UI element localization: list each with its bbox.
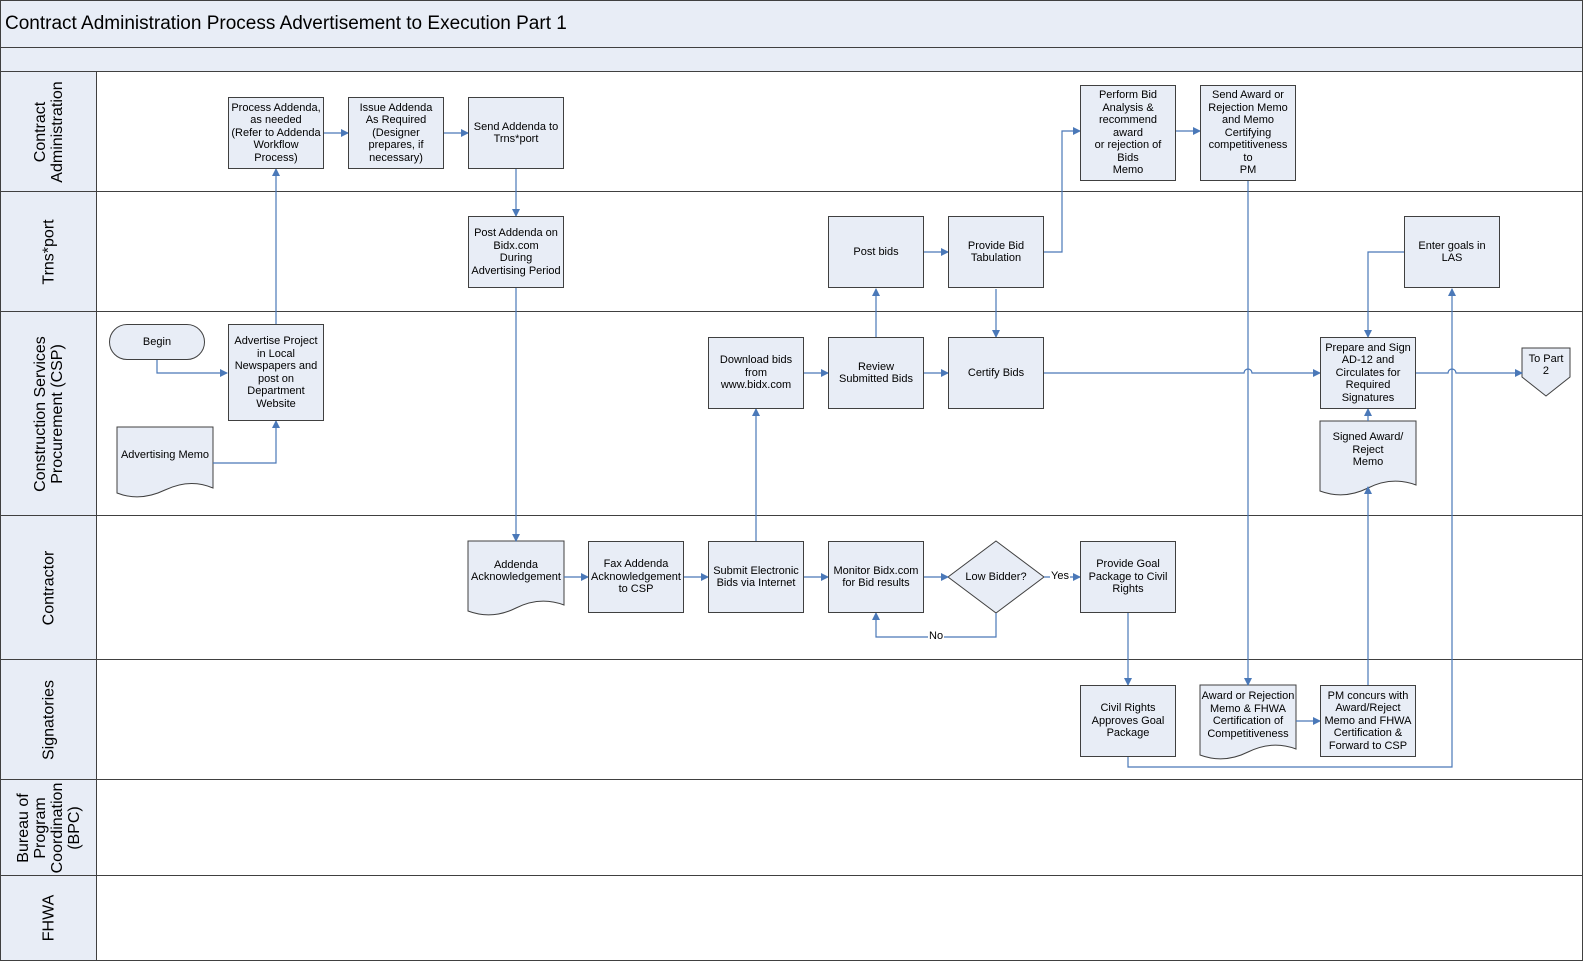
send-award-memo-step: Send Award or Rejection Memo and Memo Ce… [1200,85,1296,181]
issue-addenda-step: Issue Addenda As Required (Designer prep… [348,97,444,169]
diagram-title-bar: Contract Administration Process Advertis… [0,0,1583,48]
post-addenda-step: Post Addenda on Bidx.com During Advertis… [468,216,564,288]
lane-csp: Construction Services Procurement (CSP) [0,312,1583,516]
document-shape-award-rejection [1199,684,1297,760]
certify-bids-step: Certify Bids [948,337,1044,409]
to-part-2-connector: To Part 2 [1528,352,1564,378]
send-addenda-step: Send Addenda to Trns*port [468,97,564,169]
lane-header: FHWA [1,876,97,960]
lane-contract-administration: Contract Administration [0,72,1583,192]
edge-label-no: No [928,630,945,642]
submit-bids-step: Submit Electronic Bids via Internet [708,541,804,613]
process-addenda-step: Process Addenda, as needed (Refer to Add… [228,97,324,169]
lane-bpc: Bureau of Program Coordination (BPC) [0,780,1583,876]
post-bids-step: Post bids [828,216,924,288]
perform-bid-analysis-step: Perform Bid Analysis & recommend award o… [1080,85,1176,181]
pm-concurs-step: PM concurs with Award/Reject Memo and FH… [1320,685,1416,757]
fax-addenda-step: Fax Addenda Acknowledgement to CSP [588,541,684,613]
advertising-memo-document: Advertising Memo [120,448,210,461]
lane-header: Bureau of Program Coordination (BPC) [1,780,97,875]
diagram-title: Contract Administration Process Advertis… [5,13,567,34]
monitor-bidx-step: Monitor Bidx.com for Bid results [828,541,924,613]
diagram-subheader [0,48,1583,72]
enter-goals-step: Enter goals in LAS [1404,216,1500,288]
lane-signatories: Signatories [0,660,1583,780]
provide-bid-tabulation-step: Provide Bid Tabulation [948,216,1044,288]
lane-header: Trns*port [1,192,97,311]
download-bids-step: Download bids from www.bidx.com [708,337,804,409]
lane-trnsport: Trns*port [0,192,1583,312]
begin-terminal: Begin [109,324,205,360]
provide-goal-package-step: Provide Goal Package to Civil Rights [1080,541,1176,613]
document-shape-addenda-ack [467,540,565,616]
advertise-project-step: Advertise Project in Local Newspapers an… [228,324,324,421]
lane-header: Contractor [1,516,97,659]
signed-award-memo-document: Signed Award/ Reject Memo [1332,431,1404,469]
award-rejection-memo-document: Award or Rejection Memo & FHWA Certifica… [1201,690,1295,740]
low-bidder-decision: Low Bidder? [965,570,1027,583]
review-bids-step: Review Submitted Bids [828,337,924,409]
lane-header: Signatories [1,660,97,779]
edge-label-yes: Yes [1050,570,1070,582]
lane-header: Contract Administration [1,72,97,191]
document-shape-advertising-memo [116,426,214,498]
prepare-sign-ad12-step: Prepare and Sign AD-12 and Circulates fo… [1320,337,1416,409]
lane-contractor: Contractor [0,516,1583,660]
lane-header: Construction Services Procurement (CSP) [1,312,97,515]
addenda-acknowledgement-document: Addenda Acknowledgement [471,558,561,584]
civil-rights-approves-step: Civil Rights Approves Goal Package [1080,685,1176,757]
